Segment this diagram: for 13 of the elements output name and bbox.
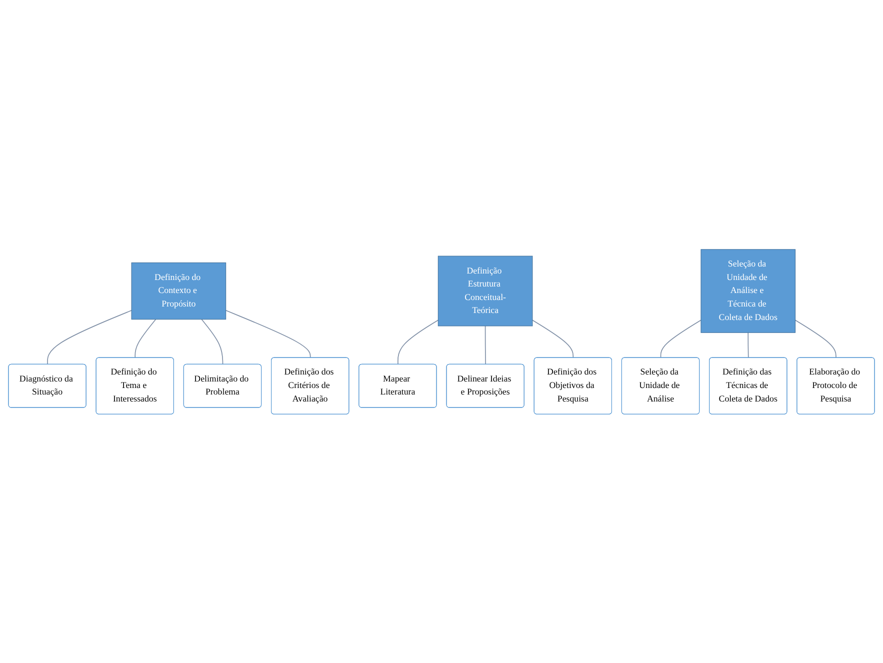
node-box: Seleção da Unidade de Análise e Técnica de Coleta de Dados — [700, 248, 796, 333]
connector — [134, 318, 156, 358]
connector — [794, 319, 836, 358]
connector — [660, 319, 702, 358]
connector — [748, 332, 749, 358]
node-box: Definição do Contexto e Propósito — [131, 262, 226, 320]
connector — [201, 318, 224, 365]
node-box: Definição Estrutura Conceitual-Teórica — [438, 256, 533, 326]
connector — [398, 319, 439, 365]
connector — [225, 310, 311, 358]
connector — [484, 325, 486, 365]
connector — [47, 310, 132, 365]
connector — [532, 319, 574, 358]
